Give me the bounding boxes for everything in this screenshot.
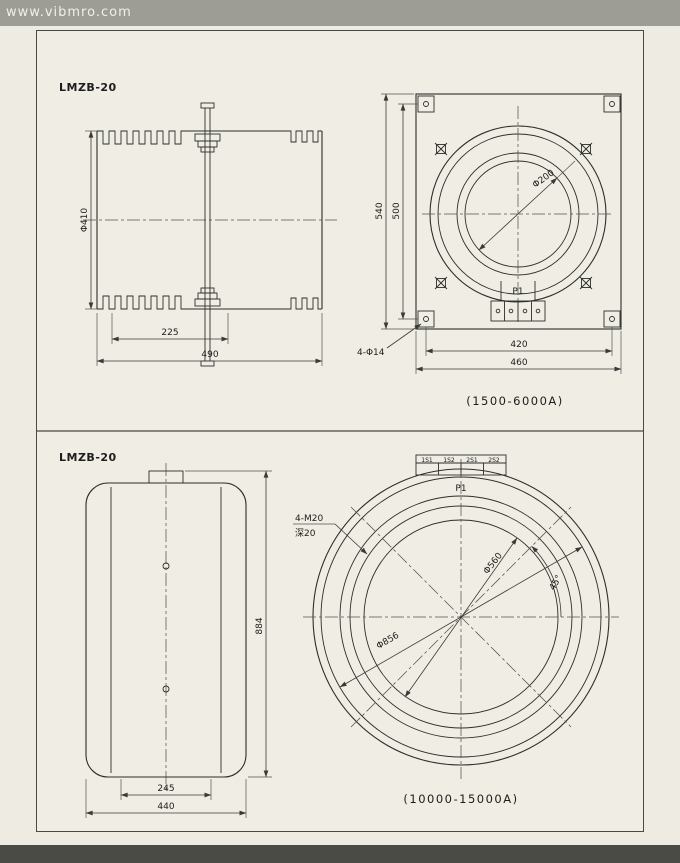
holes-callout-label: 4-Φ14 — [357, 348, 385, 358]
drawing-frame: LMZB-20 — [36, 30, 644, 832]
bottom-panel: LMZB-20 884 245 440 — [59, 451, 619, 818]
bottom-terminal-block: 1S1 1S2 2S1 2S2 — [415, 454, 507, 476]
top-model-label: LMZB-20 — [59, 81, 117, 94]
terminal-label-2s1: 2S1 — [466, 457, 478, 464]
terminal-label-2s2: 2S2 — [488, 457, 500, 464]
mounting-bracket — [194, 102, 221, 367]
dim-884-label: 884 — [255, 617, 265, 634]
bottom-p1-label: P1 — [455, 484, 466, 494]
technical-drawing: LMZB-20 — [37, 81, 643, 818]
scan-edge-bottom — [0, 845, 680, 863]
top-rating-label: (1500-6000A) — [466, 394, 564, 408]
bottom-side-view: 884 245 440 — [85, 463, 272, 818]
terminal-label-1s1: 1S1 — [421, 457, 433, 464]
dim-45deg-label: 45° — [548, 574, 565, 593]
top-panel: LMZB-20 — [59, 81, 622, 408]
top-terminal-block — [490, 300, 546, 322]
dim-420-label: 420 — [510, 340, 527, 350]
dim-460-label: 460 — [510, 358, 527, 368]
top-p1-label: P1 — [512, 287, 523, 297]
top-side-view: Φ410 225 490 — [80, 102, 337, 367]
dim-856-label: Φ856 — [375, 631, 401, 652]
terminal-label-1s2: 1S2 — [443, 457, 455, 464]
bottom-front-view: 1S1 1S2 2S1 2S2 P1 4-M20 深20 Φ856 Φ560 4… — [293, 454, 619, 806]
dim-410-label: Φ410 — [80, 208, 90, 233]
m20-depth-label: 深20 — [295, 528, 316, 539]
dim-490-label: 490 — [201, 350, 218, 360]
bottom-rating-label: (10000-15000A) — [403, 792, 518, 806]
scan-edge-top — [0, 0, 680, 26]
clamp-bolt-symbols — [434, 142, 593, 290]
m20-callout-label: 4-M20 — [295, 514, 323, 524]
dim-440-label: 440 — [157, 802, 174, 812]
dim-225-label: 225 — [161, 328, 178, 338]
dim-540-label: 540 — [375, 202, 385, 219]
bottom-model-label: LMZB-20 — [59, 451, 117, 464]
dim-500-label: 500 — [392, 202, 402, 219]
watermark-text: www.vibmro.com — [6, 5, 132, 20]
dim-560-label: Φ560 — [482, 551, 505, 576]
dim-245-label: 245 — [157, 784, 174, 794]
top-front-view: Φ200 P1 540 500 — [357, 93, 622, 408]
dim-200-label: Φ200 — [531, 168, 557, 191]
